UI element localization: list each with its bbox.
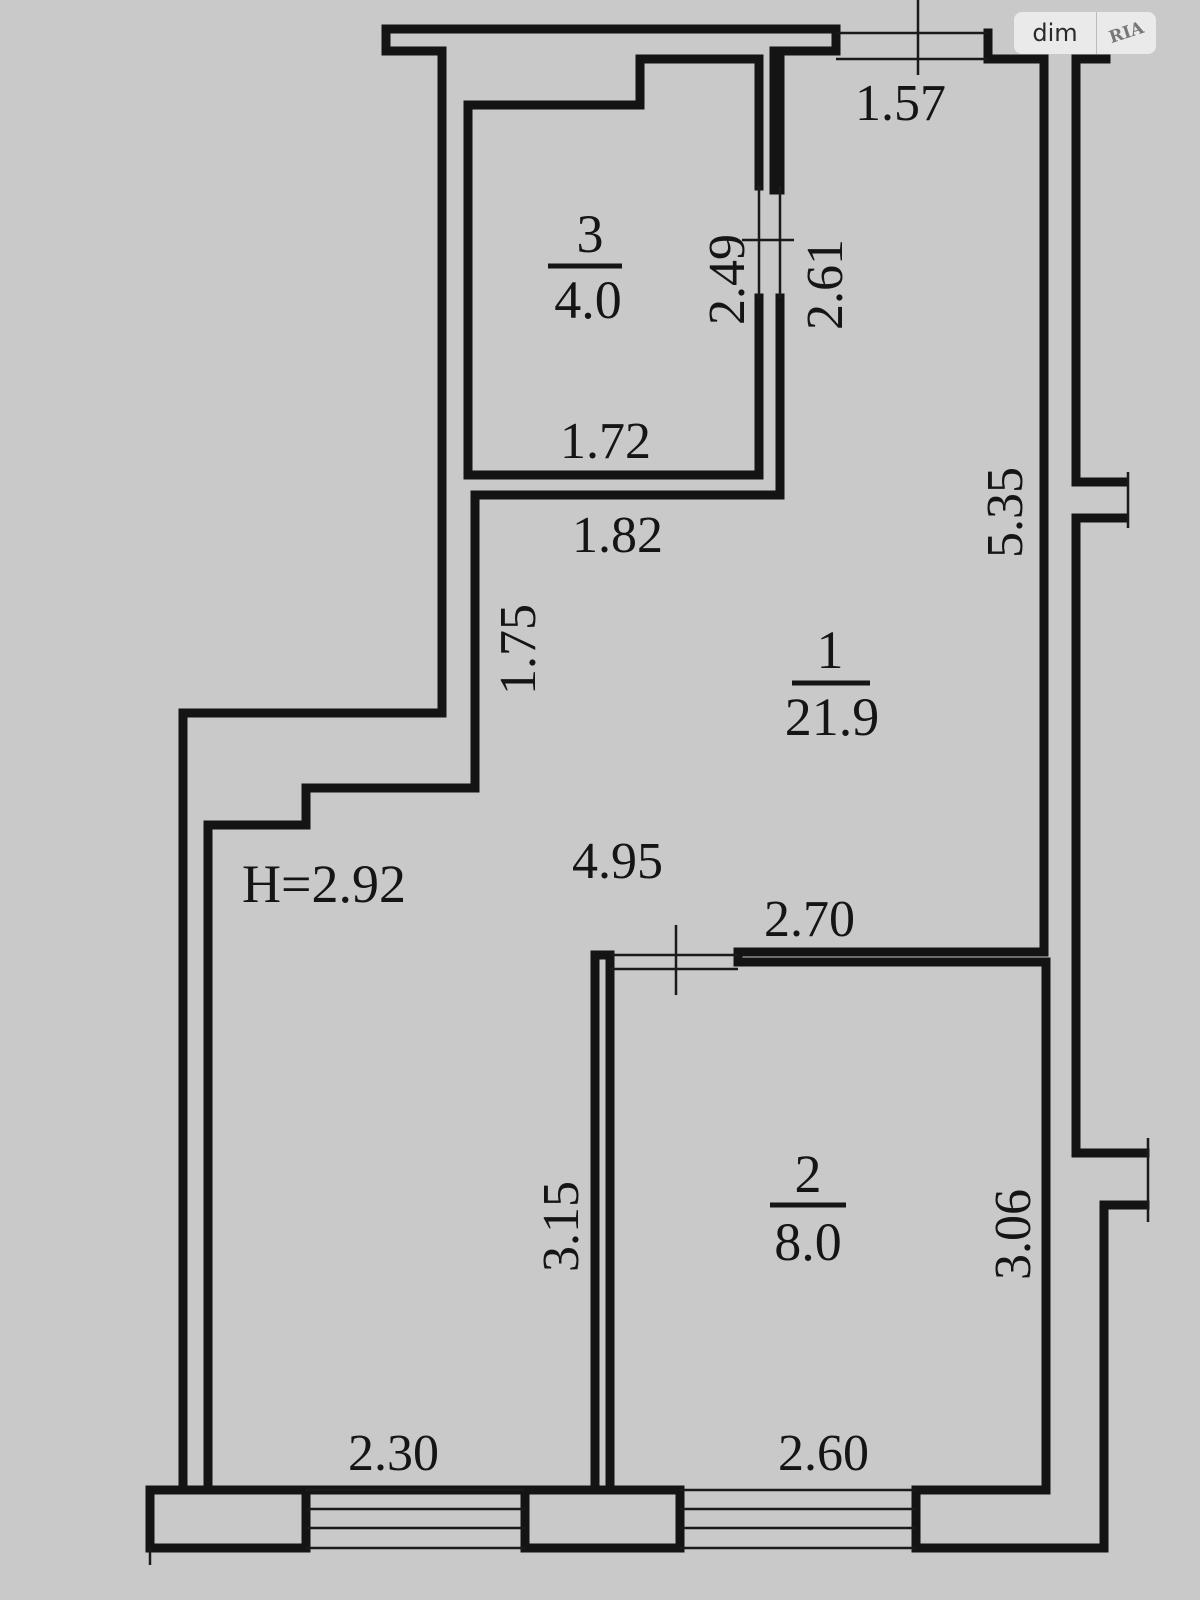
room-2-area: 8.0 xyxy=(774,1212,842,1272)
room-1-label: 1 21.9 xyxy=(785,620,880,747)
dim-top-door: 1.57 xyxy=(855,75,946,132)
right-wall-niche xyxy=(1126,472,1150,1222)
dim-corridor-width: 1.82 xyxy=(572,507,663,564)
dim-room3-width: 1.72 xyxy=(560,413,651,470)
ceiling-height-label: H=2.92 xyxy=(242,854,406,914)
window-left xyxy=(306,1488,525,1550)
watermark-badge: dim RIA xyxy=(1014,12,1156,54)
dim-room3-door-outer: 2.61 xyxy=(797,239,854,330)
room-1-number: 1 xyxy=(817,620,844,680)
window-right xyxy=(680,1488,916,1550)
wall-bottom-left xyxy=(145,1485,311,1553)
room-3-area: 4.0 xyxy=(554,270,622,330)
dim-room3-door-inner: 2.49 xyxy=(699,234,756,325)
wall-outer-right-top xyxy=(1071,54,1111,487)
dim-room1-width: 4.95 xyxy=(572,833,663,890)
wall-room3-outer xyxy=(470,54,785,500)
top-door-opening xyxy=(836,0,988,75)
dim-window-right: 2.60 xyxy=(778,1425,869,1482)
watermark-dim: dim xyxy=(1014,12,1097,54)
wall-bump-right xyxy=(1071,477,1129,523)
wall-outer-right-low xyxy=(911,1200,1150,1553)
wall-top-right xyxy=(733,28,1051,1495)
wall-inner-left xyxy=(203,490,610,1495)
dim-room2-top: 2.70 xyxy=(764,891,855,948)
wall-top-left xyxy=(178,24,841,1495)
wall-bottom-right xyxy=(605,950,685,1495)
dim-room1-left-lower: 3.15 xyxy=(533,1181,590,1272)
wall-room3 xyxy=(463,54,764,480)
dim-room2-right: 3.06 xyxy=(985,1189,1042,1280)
room-3-number: 3 xyxy=(577,204,604,264)
wall-outer-right-mid xyxy=(1071,513,1150,1158)
dim-window-left: 2.30 xyxy=(348,1425,439,1482)
room-1-area: 21.9 xyxy=(785,687,880,747)
room3-door-opening xyxy=(742,186,794,298)
dim-room1-right: 5.35 xyxy=(977,467,1034,558)
room2-door-opening xyxy=(610,925,738,995)
watermark-ria-logo: RIA xyxy=(1106,18,1147,48)
dim-corridor-step: 1.75 xyxy=(490,604,547,695)
room-2-label: 2 8.0 xyxy=(770,1144,846,1272)
room-3-label: 3 4.0 xyxy=(548,204,622,330)
room-2-number: 2 xyxy=(795,1144,822,1204)
